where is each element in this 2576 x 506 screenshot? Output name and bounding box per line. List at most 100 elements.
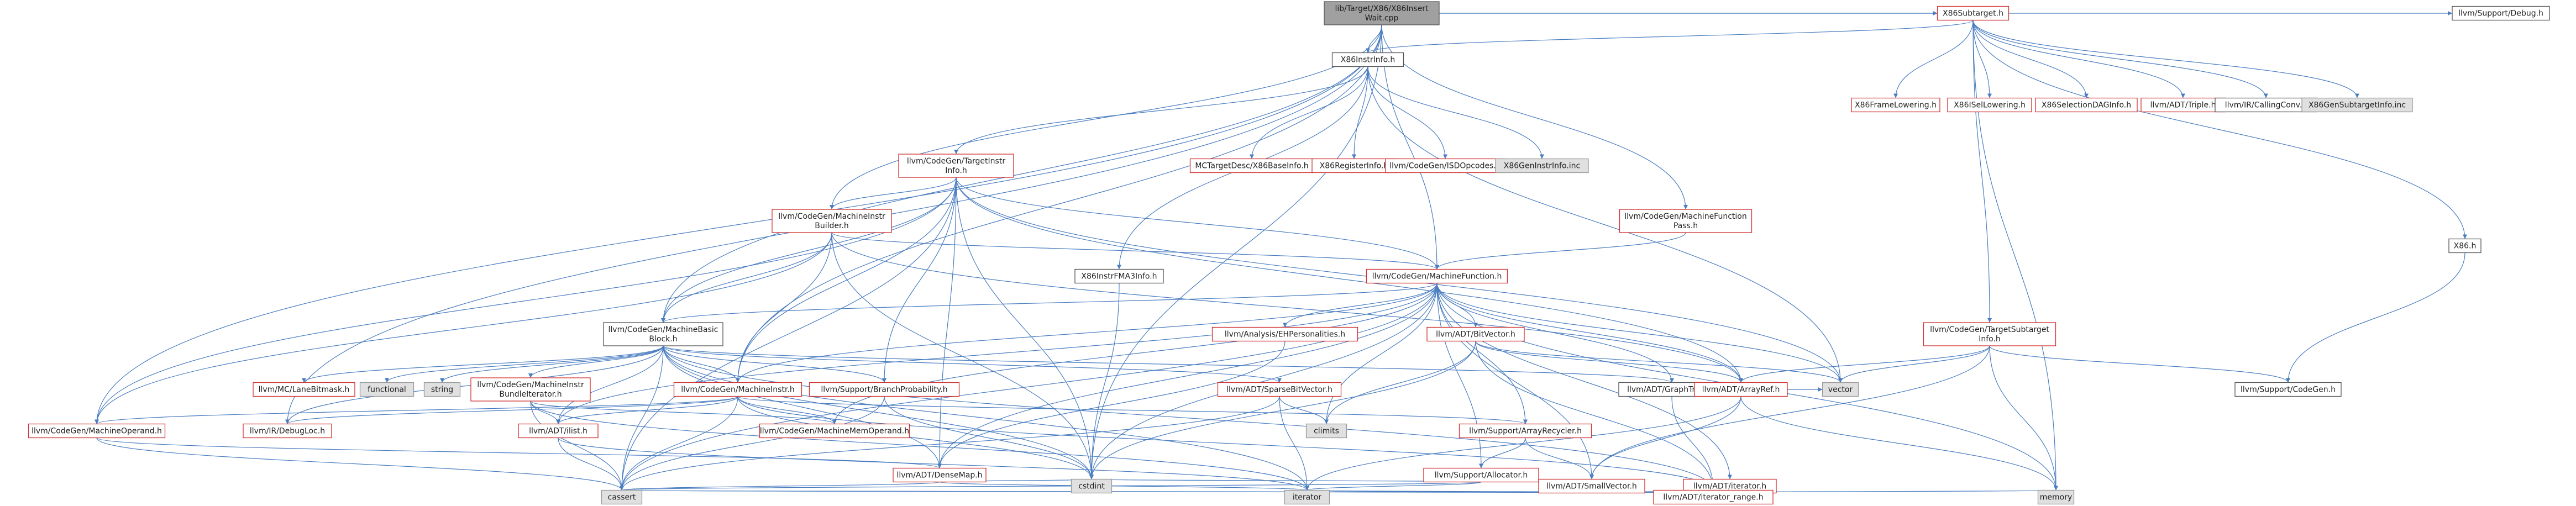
- node-arrayrecycler[interactable]: llvm/Support/ArrayRecycler.h: [1458, 423, 1592, 439]
- edge-arrowhead: [1540, 154, 1544, 159]
- edge-densemap-to-cassert: [621, 481, 940, 491]
- node-ehpersonalities[interactable]: llvm/Analysis/EHPersonalities.h: [1211, 326, 1358, 342]
- node-triple[interactable]: llvm/ADT/Triple.h: [2140, 97, 2226, 113]
- edge-arrowhead: [2054, 486, 2058, 491]
- edge-arrowhead: [937, 463, 942, 468]
- edge-x86instrinfo-to-vector: [1367, 66, 1841, 383]
- node-label: llvm/ADT/DenseMap.h: [896, 471, 982, 480]
- edge-targetsubtarget-to-vector: [1840, 345, 1990, 383]
- edge-bundleiterator-to-cassert: [530, 400, 622, 491]
- node-sparsebitvector[interactable]: llvm/ADT/SparseBitVector.h: [1217, 382, 1342, 397]
- node-bundleiterator[interactable]: llvm/CodeGen/MachineInstrBundleIterator.…: [470, 377, 591, 402]
- edge-arrowhead: [1473, 323, 1478, 328]
- node-box: [243, 423, 332, 439]
- edge-x86subtarget-to-x86h: [1972, 20, 2465, 239]
- edge-targetinstrinfo-to-densemap: [939, 177, 957, 468]
- node-lanebitmask[interactable]: llvm/MC/LaneBitmask.h: [253, 382, 355, 397]
- node-arrayref[interactable]: llvm/ADT/ArrayRef.h: [1694, 382, 1788, 397]
- node-x86h[interactable]: X86.h: [2448, 238, 2481, 254]
- node-label: llvm/ADT/SparseBitVector.h: [1226, 386, 1332, 394]
- node-box: [893, 467, 987, 483]
- node-registerinfo[interactable]: X86RegisterInfo.h: [1311, 158, 1397, 173]
- node-label: llvm/ADT/Triple.h: [2150, 101, 2216, 110]
- edge-arrayref-to-memory: [1740, 396, 2056, 491]
- edge-x86subtarget-to-callingconv: [1972, 20, 2267, 98]
- node-x86instrinfo[interactable]: X86InstrInfo.h: [1331, 52, 1404, 67]
- node-box: [2452, 6, 2550, 21]
- node-box: [470, 377, 591, 402]
- edge-arrowhead: [1589, 475, 1594, 479]
- node-memoperand[interactable]: llvm/CodeGen/MachineMemOperand.h: [759, 423, 910, 439]
- node-machinefunction[interactable]: llvm/CodeGen/MachineFunction.h: [1366, 268, 1508, 284]
- edge-arrowhead: [528, 373, 533, 378]
- node-label: X86GenSubtargetInfo.inc: [2309, 101, 2406, 110]
- node-label: X86GenInstrInfo.inc: [1504, 162, 1580, 171]
- node-box: [359, 382, 415, 397]
- node-framelowering[interactable]: X86FrameLowering.h: [1851, 97, 1940, 113]
- edge-densemap-to-iterator: [939, 481, 1308, 491]
- node-debugloc[interactable]: llvm/IR/DebugLoc.h: [243, 423, 332, 439]
- node-fma3[interactable]: X86InstrFMA3Info.h: [1074, 268, 1164, 284]
- edge-mbb-to-cassert: [621, 345, 664, 491]
- edge-arrowhead: [1739, 378, 1743, 383]
- node-box: [2037, 489, 2075, 505]
- edge-arrowhead: [1670, 378, 1674, 383]
- edge-root-to-mfpass: [1381, 24, 1686, 210]
- node-box: [1331, 52, 1404, 67]
- edge-mbb-to-ilist: [558, 345, 664, 424]
- node-box: [1189, 158, 1314, 173]
- edge-machinefunction-to-ilist: [558, 283, 1437, 424]
- node-branchprob[interactable]: llvm/Support/BranchProbability.h: [809, 382, 960, 397]
- edge-mibuilder-to-machineoperand: [96, 232, 832, 424]
- node-machineoperand[interactable]: llvm/CodeGen/MachineOperand.h: [28, 423, 166, 439]
- node-box: [603, 322, 723, 346]
- edge-arrowhead: [736, 378, 740, 383]
- node-codegenh[interactable]: llvm/Support/CodeGen.h: [2234, 382, 2342, 397]
- node-ilist[interactable]: llvm/ADT/ilist.h: [518, 423, 599, 439]
- node-cstdint: cstdint: [1071, 478, 1113, 494]
- edge-arrowhead: [1305, 486, 1309, 491]
- edge-x86instrinfo-to-isdopcodes: [1367, 66, 1446, 159]
- edge-arrowhead: [2286, 378, 2290, 383]
- node-iteratorrange[interactable]: llvm/ADT/iterator_range.h: [1653, 489, 1774, 505]
- edge-x86subtarget-to-memory: [1972, 20, 2056, 491]
- edges-layer: [94, 11, 2467, 495]
- node-allocator[interactable]: llvm/Support/Allocator.h: [1423, 467, 1539, 483]
- node-isellowering[interactable]: X86ISelLowering.h: [1947, 97, 2032, 113]
- node-machineinstr[interactable]: llvm/CodeGen/MachineInstr.h: [673, 382, 802, 397]
- node-box: [1947, 97, 2032, 113]
- node-isdopcodes[interactable]: llvm/CodeGen/ISDOpcodes.h: [1385, 158, 1505, 173]
- node-label: Builder.h: [815, 222, 849, 230]
- node-box: [1822, 382, 1859, 397]
- node-box: [1211, 326, 1358, 342]
- node-x86baseinfo[interactable]: MCTargetDesc/X86BaseInfo.h: [1189, 158, 1314, 173]
- node-label: cassert: [608, 493, 636, 502]
- node-bitvector[interactable]: llvm/ADT/BitVector.h: [1426, 326, 1525, 342]
- edge-bitvector-to-arrayref: [1475, 341, 1741, 383]
- node-label: X86ISelLowering.h: [1954, 101, 2026, 110]
- edge-x86h-to-codegenh: [2288, 252, 2465, 383]
- node-label: X86FrameLowering.h: [1855, 101, 1937, 110]
- node-label: llvm/CodeGen/MachineFunction: [1624, 212, 1746, 221]
- edge-root-to-cstdint: [1091, 24, 1382, 479]
- node-smallvector[interactable]: llvm/ADT/SmallVector.h: [1538, 478, 1645, 494]
- edge-machineinstr-to-cassert: [621, 396, 738, 491]
- edge-targetinstrinfo-to-arrayref: [956, 177, 1741, 383]
- edge-machinefunction-to-graphtraits: [1436, 283, 1672, 383]
- node-x86subtarget[interactable]: X86Subtarget.h: [1937, 6, 2010, 21]
- node-label: climits: [1314, 427, 1339, 436]
- node-debug[interactable]: llvm/Support/Debug.h: [2452, 6, 2550, 21]
- node-densemap[interactable]: llvm/ADT/DenseMap.h: [893, 467, 987, 483]
- node-label: X86Subtarget.h: [1943, 9, 2003, 18]
- edge-arrowhead: [619, 486, 624, 491]
- edge-mibuilder-to-arrayref: [831, 232, 1741, 383]
- edge-sparsebitvector-to-climits: [1279, 396, 1327, 424]
- edge-arrowhead: [1987, 93, 1992, 98]
- node-selectiondag[interactable]: X86SelectionDAGInfo.h: [2035, 97, 2138, 113]
- node-label: lib/Target/X86/X86Insert: [1335, 4, 1429, 13]
